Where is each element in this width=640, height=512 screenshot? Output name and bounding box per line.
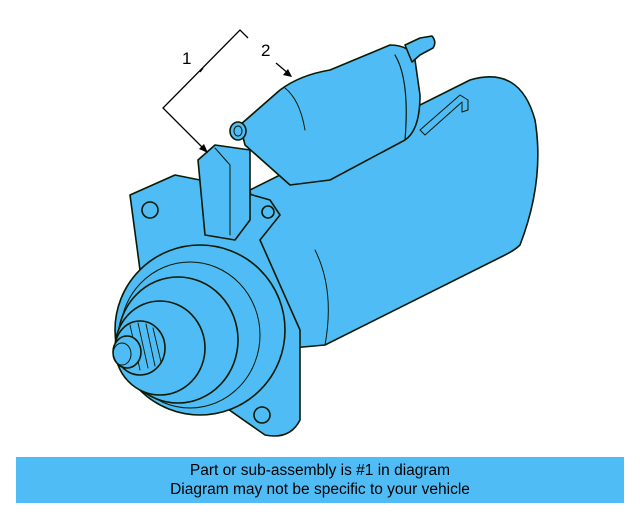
- disclaimer-banner: Part or sub-assembly is #1 in diagram Di…: [16, 457, 624, 503]
- connector-block: [197, 144, 251, 241]
- terminal-stud: [404, 35, 436, 63]
- motor-body: [249, 76, 539, 351]
- callout-1-label: 1: [182, 49, 191, 68]
- banner-line-1: Part or sub-assembly is #1 in diagram: [189, 462, 451, 479]
- callout-2-label: 2: [261, 41, 270, 60]
- callout-1-arrowhead: [199, 144, 208, 153]
- banner-line-2: Diagram may not be specific to your vehi…: [170, 481, 470, 498]
- starter-motor-diagram: 1 2: [112, 29, 539, 437]
- callout-2-arrowhead: [283, 69, 292, 77]
